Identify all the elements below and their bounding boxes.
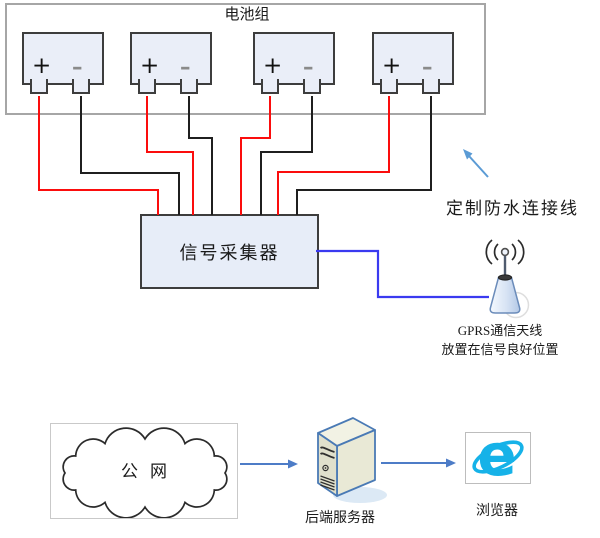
ie-orbit-ring	[472, 440, 524, 474]
signal-arc-left-outer	[485, 239, 493, 265]
battery-4-minus-label: –	[422, 55, 433, 79]
battery-3-minus-label: –	[303, 55, 314, 79]
server-tower-icon	[317, 417, 387, 503]
browser-icon-box: e	[465, 432, 531, 484]
battery-group-label: 电池组	[224, 7, 270, 23]
battery-3-negative-terminal	[303, 79, 321, 94]
battery-2-negative-terminal	[180, 79, 198, 94]
antenna-caption: GPRS通信天线 放置在信号良好位置	[415, 322, 585, 360]
battery-1: + –	[22, 32, 104, 94]
battery-3-positive-terminal	[261, 79, 279, 94]
signal-collector-box: 信号采集器	[140, 214, 319, 289]
public-network-label: 公网	[121, 462, 179, 481]
battery-1-positive-terminal	[30, 79, 48, 94]
cable-callout-arrow	[463, 149, 489, 178]
server-vent-wave-1	[320, 446, 335, 453]
gprs-antenna-icon	[485, 239, 530, 319]
battery-2-positive-terminal	[138, 79, 156, 94]
battery-4-plus-label: +	[382, 53, 402, 79]
antenna-cone	[489, 276, 521, 314]
battery-1-negative-terminal	[72, 79, 90, 94]
battery-2-plus-label: +	[140, 53, 160, 79]
ie-browser-icon: e	[472, 434, 524, 482]
server-power-dot	[324, 467, 327, 469]
battery-1-minus-label: –	[72, 55, 83, 79]
cloud-outline	[62, 427, 228, 518]
antenna-tip	[500, 247, 510, 257]
signal-arc-right-inner	[511, 243, 517, 261]
server-vent-grill	[320, 475, 335, 491]
public-network-box: 公网	[50, 423, 238, 519]
flow-arrow-server-to-browser	[381, 458, 456, 468]
battery-2-minus-label: –	[180, 55, 191, 79]
battery-3: + –	[253, 32, 335, 94]
signal-collector-label: 信号采集器	[179, 242, 280, 263]
signal-arc-left-inner	[493, 243, 499, 261]
battery-4-negative-terminal	[422, 79, 440, 94]
cloud-icon	[62, 427, 228, 518]
wire-collector-to-antenna	[316, 249, 489, 299]
battery-1-plus-label: +	[32, 53, 52, 79]
battery-3-plus-label: +	[263, 53, 283, 79]
battery-4-positive-terminal	[380, 79, 398, 94]
waterproof-cable-label: 定制防水连接线	[446, 199, 579, 218]
signal-arc-right-outer	[517, 239, 525, 265]
antenna-cone-cap	[497, 274, 513, 281]
flow-arrow-cloud-to-server	[240, 459, 298, 469]
battery-2: + –	[130, 32, 212, 94]
battery-4: + –	[372, 32, 454, 94]
server-vent-wave-2	[320, 452, 335, 459]
server-label: 后端服务器	[305, 511, 375, 526]
antenna-caption-note: 放置在信号良好位置	[441, 341, 559, 357]
antenna-caption-title: GPRS通信天线	[457, 323, 543, 338]
browser-label: 浏览器	[476, 504, 518, 519]
